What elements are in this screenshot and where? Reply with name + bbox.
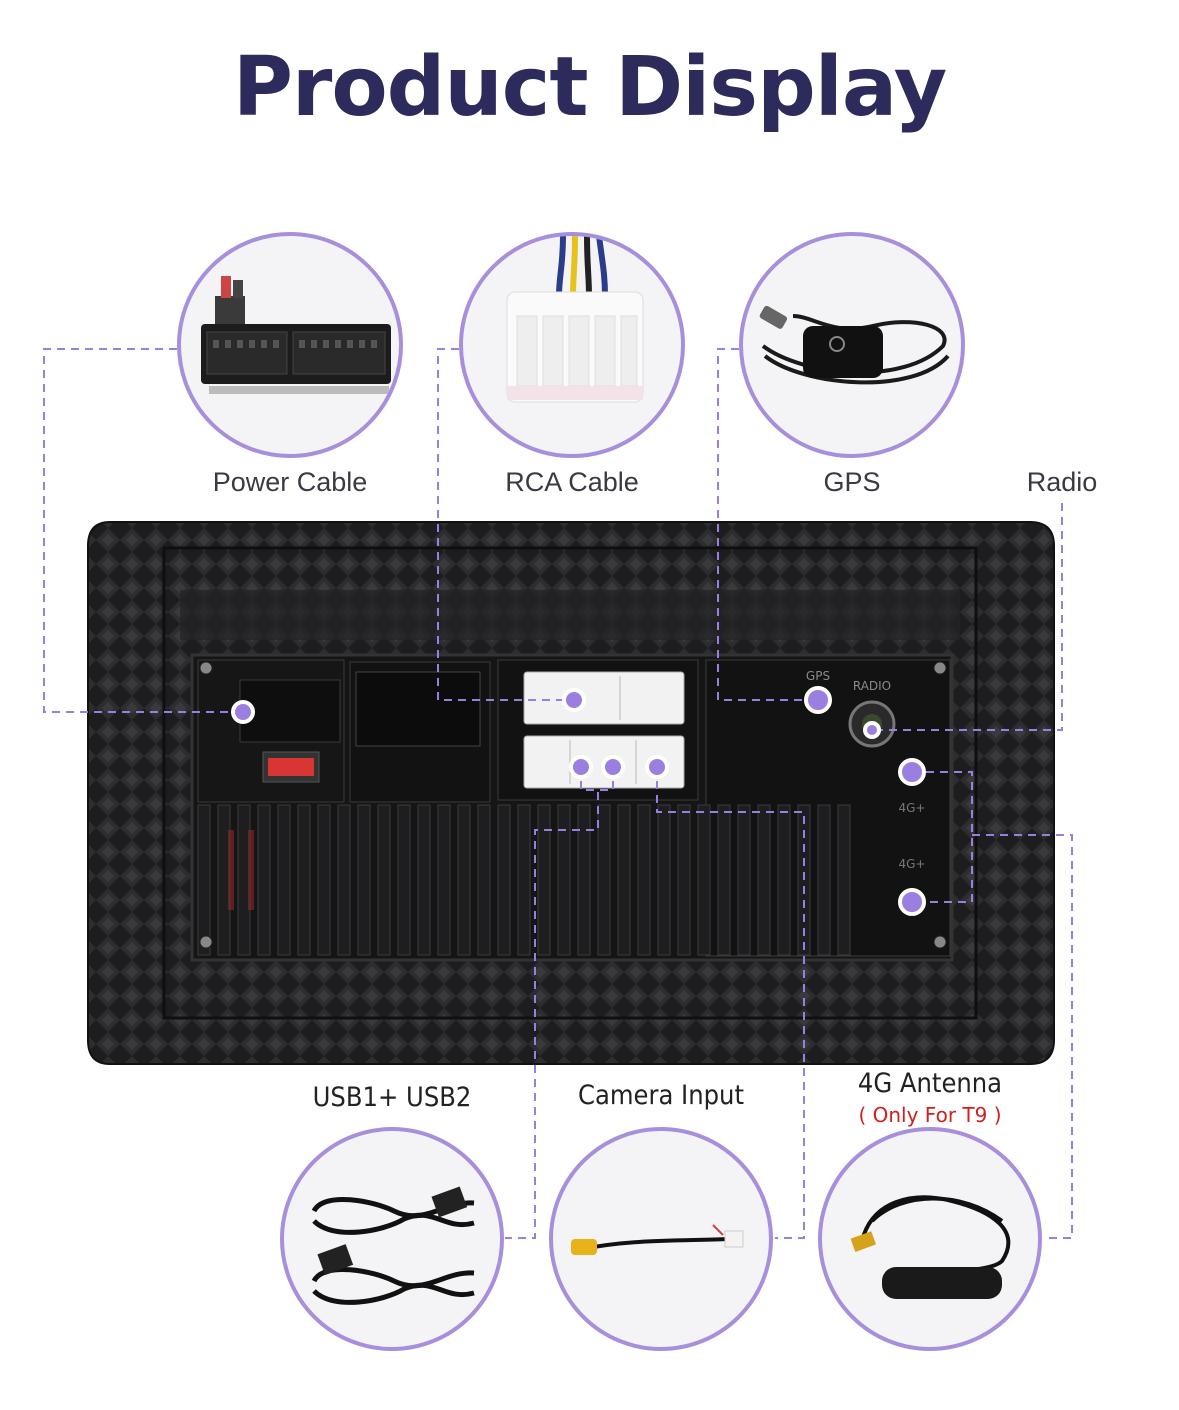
power-connector-image [201,276,391,394]
4g-antenna-label: 4G Antenna [857,1068,1003,1099]
gps-marking: GPS [806,669,830,683]
radio-port-dot [863,721,881,739]
fin-red-highlights [228,830,254,910]
rca-cable-label: RCA Cable [505,467,639,497]
radio-marking: RADIO [853,679,891,693]
power-port [239,679,341,743]
page-title: Product Display [232,40,947,135]
usb-cable-photo [280,1127,504,1351]
radio-label: Radio [1026,467,1098,497]
4g-antenna-image [850,1195,1011,1299]
4g-port-dot-b [898,888,926,916]
power-cable-photo [177,232,403,458]
leader-lines [43,348,1073,1239]
heatsink-fins [197,804,851,956]
rca-port-upper [523,671,685,725]
4g-marking-b: 4G+ [899,857,926,871]
rca-port-dot [562,688,586,712]
gps-antenna-image [759,305,950,385]
gps-photo [739,232,965,458]
camera-input-label: Camera Input [578,1080,744,1111]
usb2-port-dot [601,755,625,779]
4g-antenna-photo [818,1127,1042,1351]
usb1-port-dot [569,755,593,779]
gps-port-dot [804,686,832,714]
power-port-dot [231,700,255,724]
camera-cable-image [571,1224,744,1255]
rca-cable-photo [459,232,685,458]
rca-connector-image [506,236,644,403]
camera-port-dot [645,755,669,779]
gps-label: GPS [823,467,881,497]
upper-plate [180,590,960,640]
power-cable-label: Power Cable [212,467,368,497]
screws [199,661,947,949]
camera-input-photo [549,1127,773,1351]
usb-label: USB1+ USB2 [312,1082,472,1113]
4g-antenna-note: ( Only For T9 ) [858,1103,1002,1127]
4g-marking-a: 4G+ [899,801,926,815]
4g-port-dot-a [898,758,926,786]
usb-cables-image [311,1186,475,1305]
